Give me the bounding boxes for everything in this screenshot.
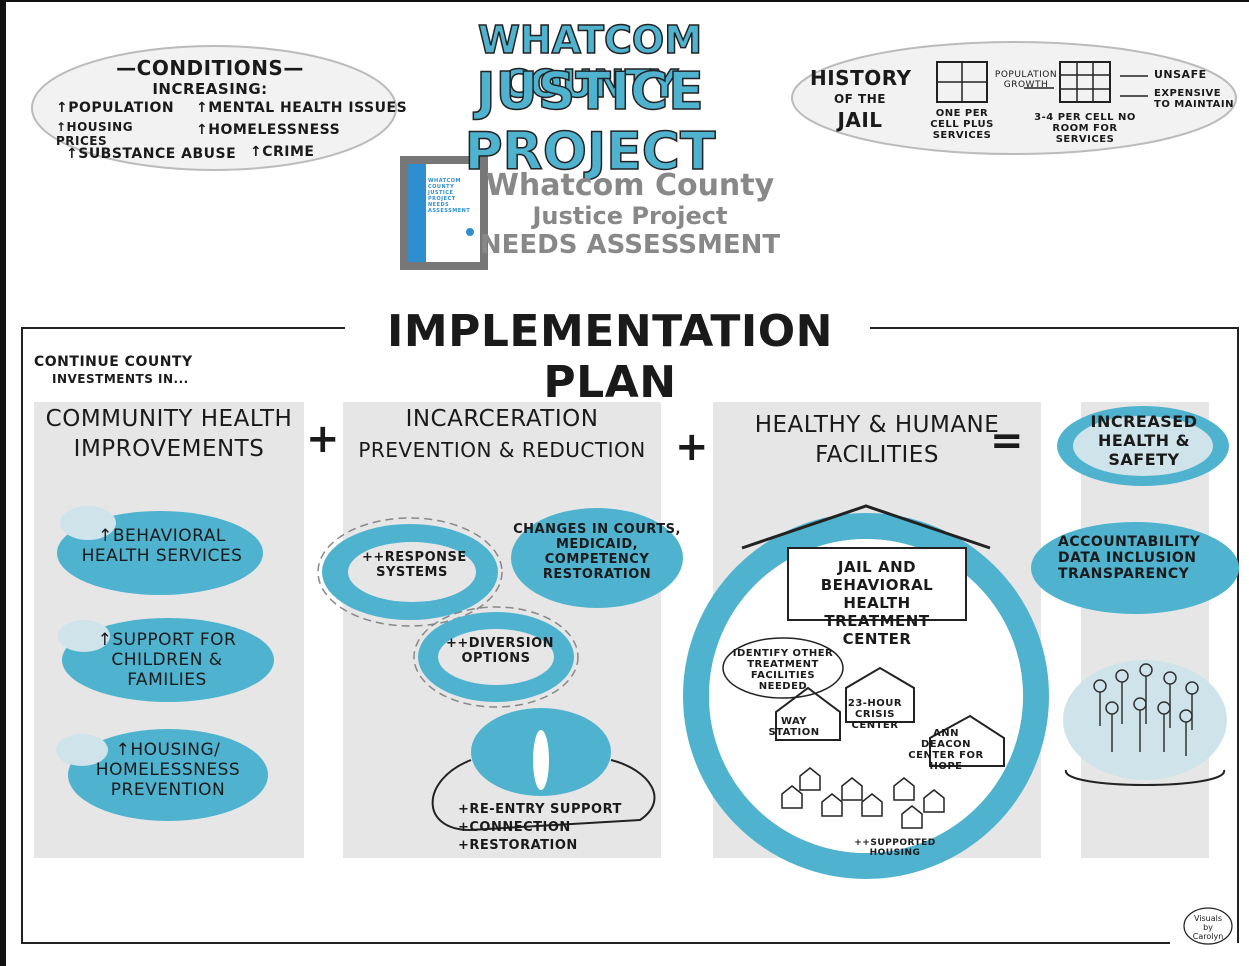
plan-frame-right <box>870 327 1239 943</box>
history-right-caption: 3-4 PER CELL NO ROOM for SERVICES <box>1034 112 1136 145</box>
title-line-2: JUSTICE PROJECT <box>464 61 716 183</box>
oval-increased-inner <box>1073 416 1213 476</box>
facilities-crisis: 23-HOUR CRISIS CENTER <box>847 698 903 731</box>
operator-plus-2: + <box>675 424 709 470</box>
diversion-dashed <box>413 606 579 708</box>
condition-housing: ↑HOUSING PRICES <box>56 120 134 148</box>
facilities-ring <box>683 513 1049 879</box>
history-left-caption: ONE PER CELL PLUS SERVICES <box>930 108 994 141</box>
history-title-3: JAIL <box>837 108 883 132</box>
reentry-loop <box>431 759 656 832</box>
incarceration-heading-2: PREVENTION & REDUCTION <box>358 438 646 462</box>
condition-substance-abuse: ↑SUBSTANCE ABUSE <box>66 146 237 162</box>
plan-intro-2: investments in... <box>52 372 189 386</box>
condition-homelessness: ↑HOMELESSNESS <box>196 122 341 138</box>
reentry-connection: +CONNECTION <box>458 820 571 835</box>
oval-reentry-gap <box>533 730 549 790</box>
oval-housing <box>68 729 268 821</box>
history-outcome-expensive: EXPENSIVE to MAINTAIN <box>1154 88 1234 110</box>
identify-oval <box>722 637 844 699</box>
oval-diversion-inner <box>438 629 554 685</box>
history-title-2: OF THE <box>833 92 886 106</box>
reentry-restoration: +RESTORATION <box>458 838 578 853</box>
condition-population: ↑POPULATION <box>56 100 175 116</box>
crowd-ground <box>1065 769 1225 786</box>
conditions-oval <box>31 45 397 171</box>
incarceration-changes: CHANGES IN COURTS, MEDICAID, COMPETENCY … <box>513 522 681 582</box>
facilities-heading-1: HEALTHY & HUMANE <box>754 412 1000 438</box>
operator-equals: = <box>990 418 1024 464</box>
condition-mental-health: ↑MENTAL HEALTH ISSUES <box>196 100 408 116</box>
oval-changes <box>511 508 683 608</box>
conditions-heading: —CONDITIONS— <box>116 56 304 80</box>
crowd-figures <box>1093 663 1199 756</box>
history-oval <box>791 41 1237 155</box>
incarceration-diversion: ++DIVERSION OPTIONS <box>446 636 554 666</box>
community-item-support: ↑SUPPORT for CHILDREN & FAMILIES <box>97 630 237 690</box>
community-heading-2: IMPROVEMENTS <box>73 436 265 462</box>
outcome-result: INCREASED HEALTH & SAFETY <box>1090 412 1198 469</box>
response-dashed <box>317 517 503 627</box>
jail-roof <box>741 504 991 550</box>
report-label-2: Justice Project <box>532 202 728 230</box>
incarceration-response: ++RESPONSE SYSTEMS <box>362 550 467 580</box>
reentry-support: +RE-ENTRY SUPPORT <box>458 802 622 817</box>
report-label-1: Whatcom County <box>485 168 775 203</box>
community-item-housing: ↑HOUSING/ HOMELESSNESS PREVENTION <box>95 740 241 800</box>
house-ann-deacon <box>929 714 1005 767</box>
community-heading-1: COMMUNITY HEALTH <box>45 406 293 432</box>
oval-response-inner <box>348 542 476 602</box>
housing-cluster <box>781 767 945 829</box>
plan-intro-1: Continue County <box>34 354 193 370</box>
cell-grid-right <box>1059 61 1111 103</box>
oval-crowd <box>1063 660 1227 780</box>
plan-frame-left <box>21 327 1170 944</box>
incarceration-heading-1: INCARCERATION <box>405 406 599 432</box>
oval-housing-accent <box>56 734 108 766</box>
oval-behavioral-accent <box>60 506 116 540</box>
facilities-identify: IDENTIFY OTHER TREATMENT FACILITIES NEED… <box>732 648 834 692</box>
facilities-jail: JAIL and BEHAVIORAL HEALTH TREATMENT CEN… <box>820 558 934 648</box>
report-cover-text: WHATCOM COUNTY JUSTICE PROJECT NEEDS ASS… <box>428 178 471 214</box>
facilities-ann-deacon: ANN DEACON Center for HOPE <box>908 728 984 772</box>
oval-support <box>62 618 274 702</box>
condition-crime: ↑CRIME <box>250 144 315 160</box>
report-label-3: NEEDS ASSESSMENT <box>479 230 781 260</box>
outcome-list: ACCOUNTABILITY DATA INCLUSION TRANSPAREN… <box>1058 534 1201 582</box>
facilities-way-station: WAY STATION <box>768 716 820 738</box>
history-outcome-unsafe: UNSAFE <box>1154 68 1207 81</box>
report-stripe <box>408 164 426 262</box>
operator-plus-1: + <box>306 416 340 462</box>
conditions-subheading: INCREASING: <box>152 80 268 98</box>
house-way-station <box>775 686 841 741</box>
oval-support-accent <box>58 620 110 652</box>
signature: Visuals by Carolyn <box>1192 914 1224 941</box>
facilities-supported: ++SUPPORTED HOUSING <box>854 838 936 858</box>
title-line-1: WHATCOM COUNTY <box>477 17 703 107</box>
house-crisis <box>845 666 915 723</box>
jail-building <box>787 547 967 621</box>
signature-oval <box>1183 907 1233 945</box>
oval-accountability <box>1031 522 1239 614</box>
plan-title: IMPLEMENTATION PLAN <box>386 306 833 408</box>
history-growth-label: Population growth <box>994 70 1058 90</box>
facilities-heading-2: FACILITIES <box>815 442 939 468</box>
history-title-1: HISTORY <box>810 66 912 90</box>
community-item-behavioral: ↑BEHAVIORAL HEALTH SERVICES <box>81 526 243 566</box>
